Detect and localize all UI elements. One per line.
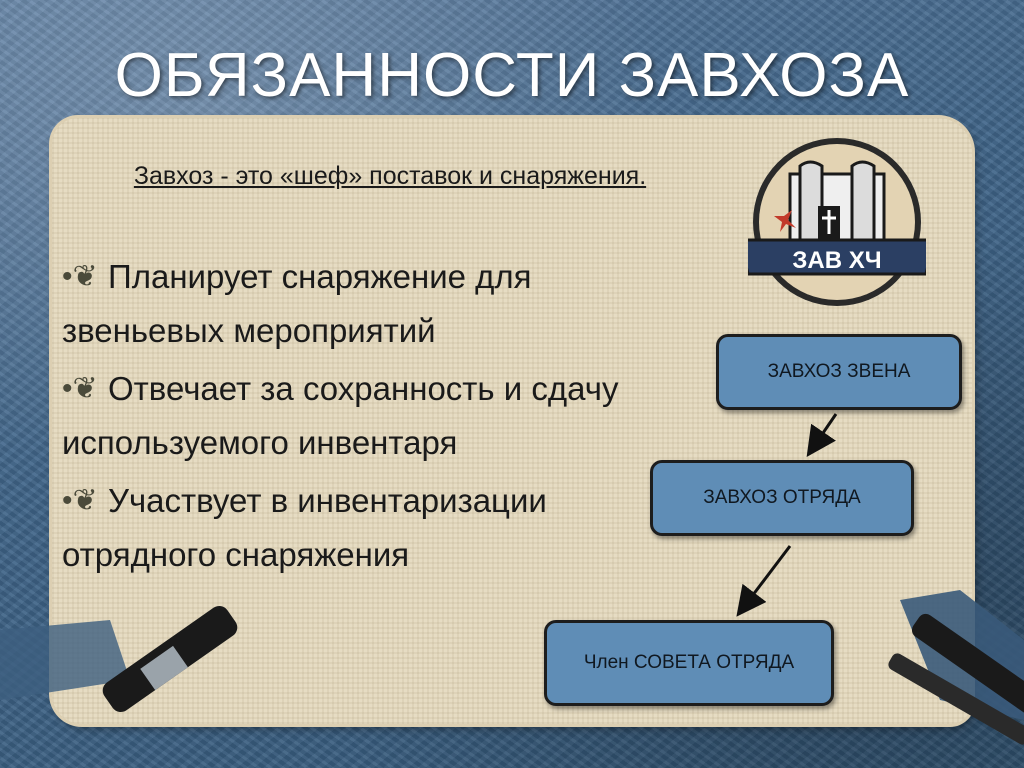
list-item: •❦Отвечает за сохранность и сдачу исполь… [62, 362, 682, 470]
duties-list: •❦Планирует снаряжение для звеньевых мер… [62, 250, 682, 586]
list-item: •❦Планирует снаряжение для звеньевых мер… [62, 250, 682, 358]
curl-bullet-icon: •❦ [62, 484, 98, 517]
list-item: •❦Участвует в инвентаризации отрядного с… [62, 474, 682, 582]
slide-title: ОБЯЗАННОСТИ ЗАВХОЗА [114, 41, 910, 110]
hierarchy-box-zveno: ЗАВХОЗ ЗВЕНА [716, 334, 962, 410]
hierarchy-box-sovet: Член СОВЕТА ОТРЯДА [544, 620, 834, 706]
logo-text: ЗАВ ХЧ [792, 247, 881, 274]
hierarchy-box-otryad: ЗАВХОЗ ОТРЯДА [650, 460, 914, 536]
curl-bullet-icon: •❦ [62, 372, 98, 405]
curl-bullet-icon: •❦ [62, 260, 98, 293]
zav-hch-logo: ЗАВ ХЧ [748, 138, 926, 306]
intro-text: Завхоз - это «шеф» поставок и снаряжения… [133, 162, 647, 190]
